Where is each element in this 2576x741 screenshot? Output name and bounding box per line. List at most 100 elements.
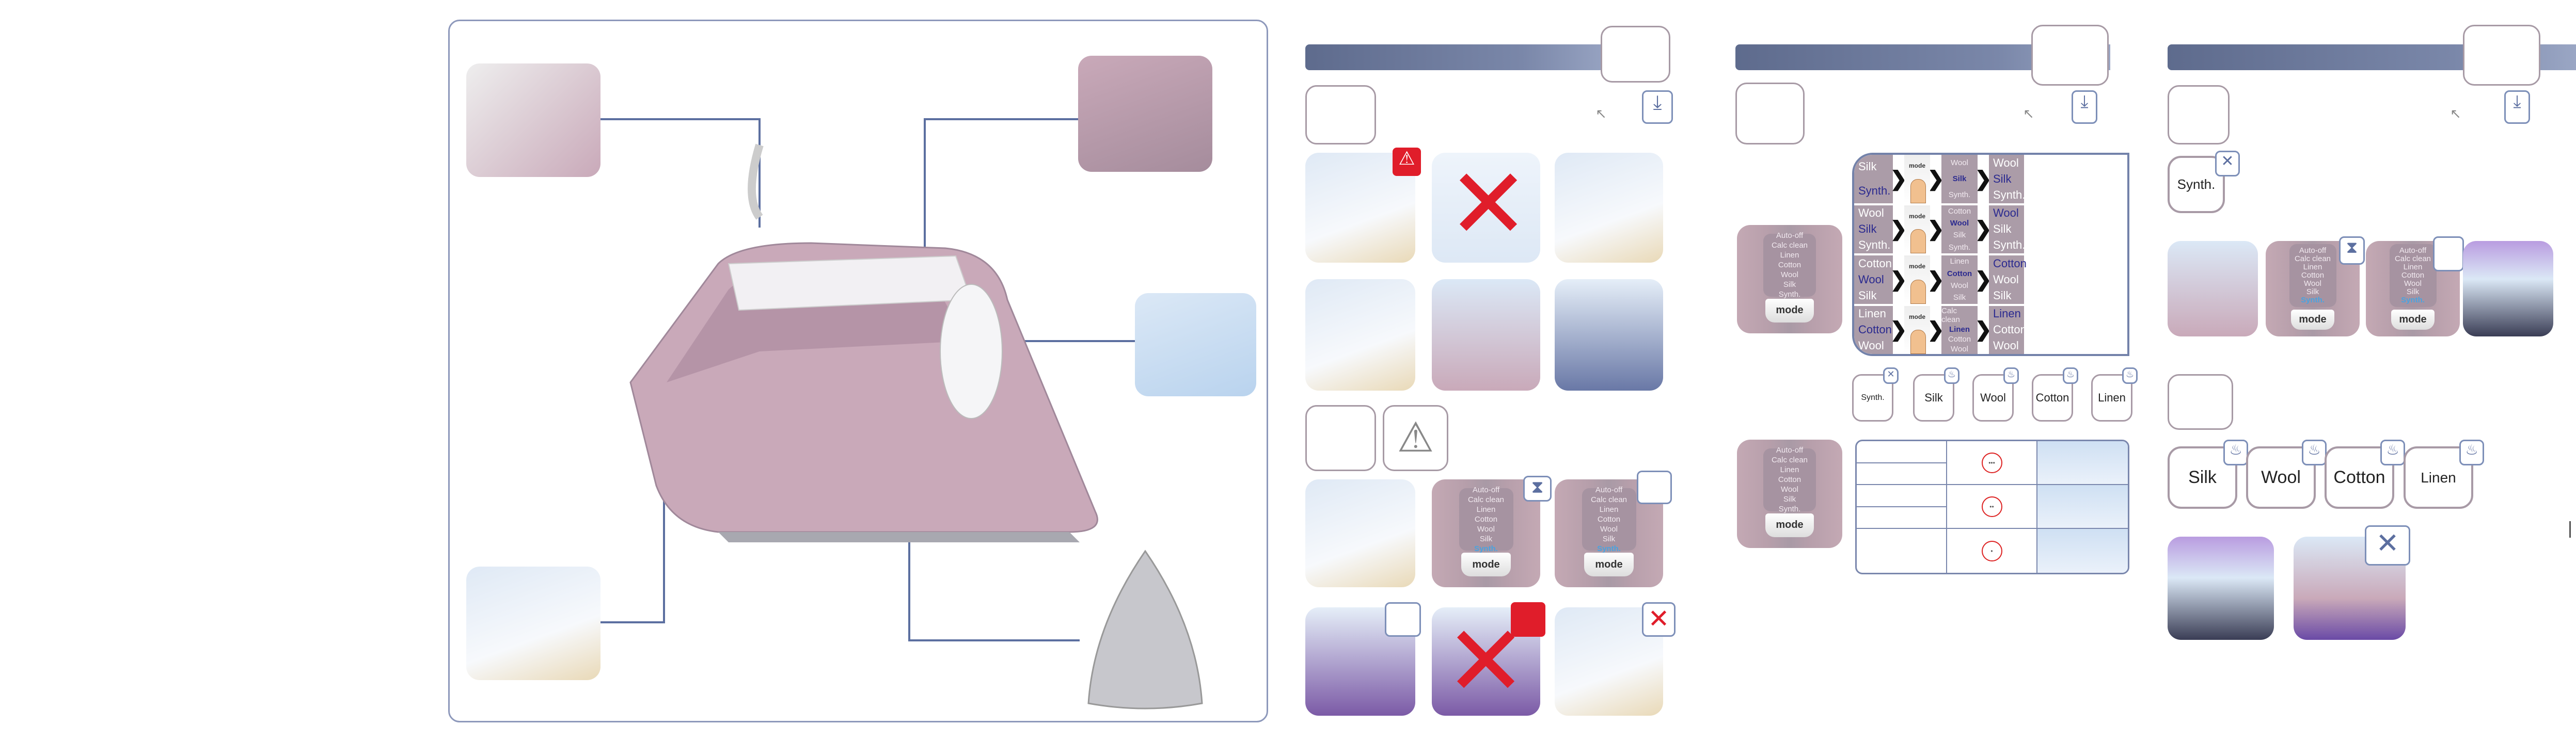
mode-label: Synth. (1858, 238, 1891, 252)
chevron-right-icon: ❯ (1927, 268, 1945, 291)
no-steam-icon: ✕ (2365, 525, 2410, 566)
mode-label: Wool (1858, 339, 1884, 352)
mode-button-label: mode (1908, 313, 1925, 320)
download-icon[interactable]: ⤓ (2504, 90, 2530, 124)
fabric-label: Wool (1980, 391, 2006, 404)
fabric-label: Linen (2421, 469, 2456, 486)
step-ironing-shirt (2463, 241, 2553, 336)
mode-label: Linen (1993, 307, 2021, 320)
tshirt-image (2037, 529, 2128, 573)
chevron-right-icon: ❯ (1974, 167, 1992, 190)
mode-button-press: mode (1904, 155, 1930, 203)
mode-label: Calc clean (1941, 306, 1960, 324)
steam-burst-icon (2168, 374, 2233, 430)
table-cell (1857, 529, 1947, 573)
mode-label: Silk (1952, 174, 1967, 184)
page-edge-mark (2569, 521, 2571, 538)
callout-line-tank-lid (599, 118, 761, 228)
blank-badge (1637, 471, 1672, 504)
mode-label: Silk (1858, 288, 1877, 302)
mode-button: mode (1584, 553, 1634, 577)
mode-button: mode (1765, 513, 1814, 537)
download-icon[interactable]: ⤓ (2072, 90, 2097, 124)
unplug-icon (1305, 85, 1376, 144)
mode-label: Silk (1953, 293, 1966, 302)
mode-label: Wool (1858, 272, 1884, 286)
callout-water-fill (1135, 293, 1256, 396)
steam-icon: ♨ (1944, 367, 1959, 384)
no-steam-icon: ✕ (2215, 151, 2240, 176)
mode-label: Silk (1993, 172, 2012, 185)
chevron-right-icon: ❯ (1927, 318, 1945, 342)
step-steam-ironing (2168, 537, 2274, 640)
steam-icon: ♨ (2003, 367, 2019, 384)
step-rest-iron (1555, 279, 1663, 391)
hot-warning-square (1511, 602, 1545, 637)
socket-icon (1305, 405, 1376, 471)
mode-button-label: mode (1908, 263, 1925, 270)
mode-label: Wool (1993, 272, 2019, 286)
mode-button-press: mode (1904, 255, 1930, 304)
mode-label: Cotton (1948, 206, 1971, 216)
table-cell: ••• (1947, 441, 2037, 485)
steam-icon: ♨ (2223, 440, 2248, 465)
callout-tank-lid (466, 63, 600, 177)
fabric-label: Synth. (1861, 393, 1885, 402)
steam-icon: ♨ (2380, 440, 2405, 465)
mode-label: Linen (1949, 325, 1970, 334)
mode-button-press: mode (1904, 305, 1930, 354)
mode-label: Wool (1993, 206, 2019, 220)
no-steam-icon: ✕ (1883, 367, 1899, 384)
fabric-label: Linen (2098, 391, 2126, 404)
steam-icon: ♨ (2063, 367, 2078, 384)
mode-label: Cotton (1858, 256, 1892, 270)
blank-badge (1385, 602, 1421, 637)
hourglass-icon: ⧗ (2339, 236, 2365, 265)
mode-label: Synth. (1948, 243, 1971, 252)
callout-control-panel (1078, 56, 1212, 172)
section-header-bar (1305, 44, 1615, 70)
mode-label: Cotton (1858, 323, 1892, 336)
step-close-lid (1432, 279, 1540, 391)
soleplate-icon (1735, 83, 1805, 144)
chevron-right-icon: ❯ (1890, 268, 1907, 291)
mode-label: Linen (1950, 257, 1969, 266)
mode-label: Silk (1993, 288, 2012, 302)
mode-button: mode (2391, 310, 2435, 330)
trousers-image (2037, 441, 2128, 485)
prohibited-x-icon: ✕ (1447, 153, 1530, 259)
table-cell (1857, 485, 1947, 529)
fabric-label: Silk (1924, 391, 1943, 404)
mode-label: Silk (1858, 222, 1877, 236)
chevron-right-icon: ❯ (1974, 318, 1992, 342)
callout-heel-rest (466, 567, 600, 680)
cursor-icon: ↖ (2023, 106, 2034, 121)
callout-line-soleplate (908, 517, 1080, 641)
product-overview-panel (448, 20, 1268, 722)
shirt-image (2037, 485, 2128, 529)
download-icon[interactable]: ⤓ (1642, 90, 1673, 124)
mode-label: Wool (1951, 158, 1968, 168)
no-water-icon: ✕ (1642, 602, 1676, 637)
mode-label: Synth. (1993, 188, 2026, 201)
iron-vertical-steam-icon (2463, 25, 2540, 86)
callout-line-controls (924, 118, 1080, 279)
steam-fabric-wool: Wool (2246, 446, 2316, 509)
warning-icon: ⚠ (1393, 148, 1421, 176)
chevron-right-icon: ❯ (1890, 167, 1907, 190)
chevron-right-icon: ❯ (1974, 218, 1992, 241)
hourglass-icon: ⧗ (1523, 476, 1552, 502)
soleplate-illustration (1087, 550, 1203, 710)
fabric-label: Wool (2261, 468, 2301, 487)
